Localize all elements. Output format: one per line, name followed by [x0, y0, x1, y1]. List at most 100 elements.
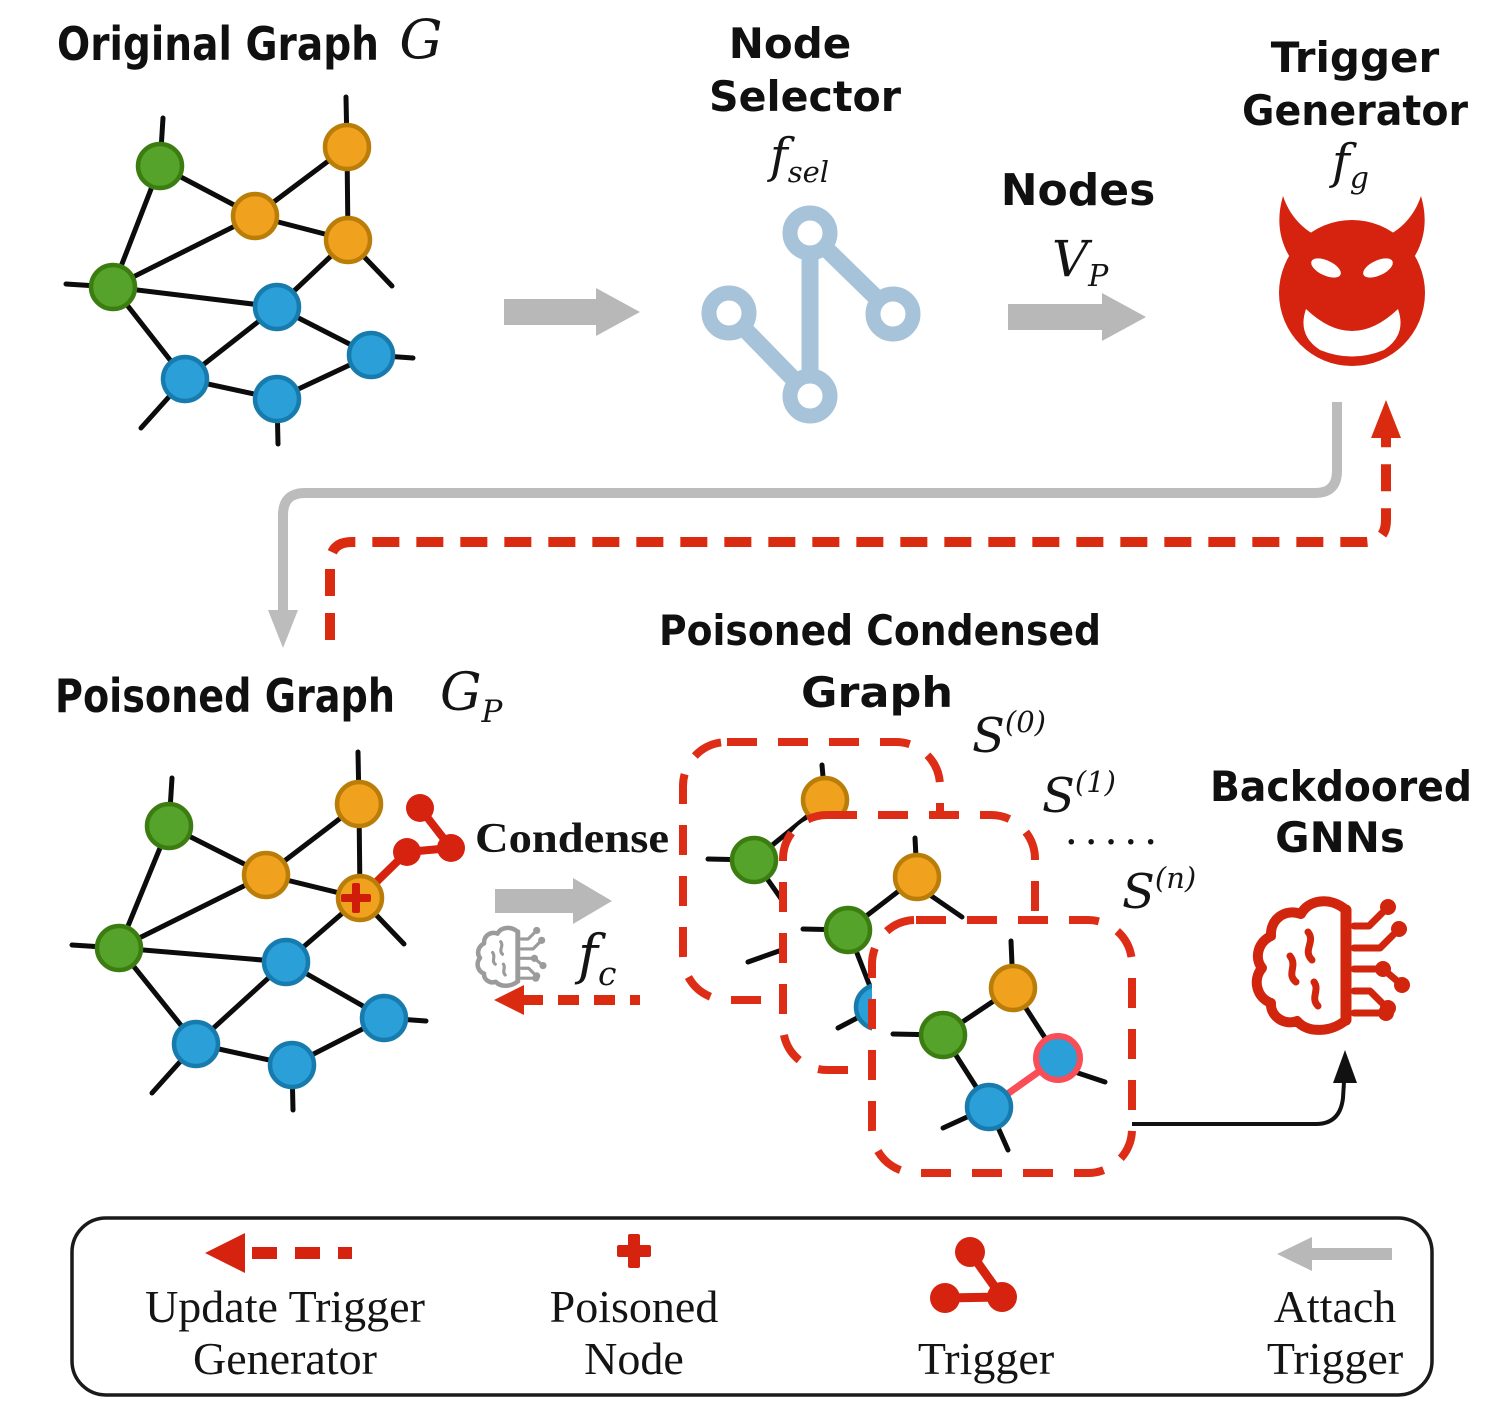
nodes-flow: Nodes VP: [1001, 165, 1156, 341]
poisoned-graph-title: Poisoned Graph: [55, 669, 395, 723]
node-selector-title-1: Node: [729, 19, 852, 68]
set-base: V: [1052, 230, 1093, 288]
original-graph-title: Original Graph: [57, 17, 379, 71]
node-blue: [160, 354, 210, 404]
devil-face-icon: [1279, 196, 1425, 366]
condensed-box-sn: [868, 916, 1136, 1177]
node-blue: [346, 330, 396, 380]
node-orange: [241, 850, 291, 900]
plus-icon: [628, 1234, 640, 1268]
s-base: S: [1122, 864, 1155, 920]
node-blue: [267, 1040, 317, 1090]
node-orange: [892, 852, 942, 902]
s-sup: (0): [1005, 705, 1046, 739]
trigger-generator-title-1: Trigger: [1271, 33, 1440, 82]
node-orange: [322, 122, 372, 172]
graph-edge: [116, 945, 289, 965]
sn-label: S(n): [1122, 861, 1196, 920]
graph-edge: [110, 284, 280, 310]
node-selector: Node Selector fsel: [701, 19, 921, 424]
sn-to-gnn-connector: [1132, 1050, 1357, 1126]
legend-label: Attach: [1274, 1281, 1397, 1332]
trigger-node: [406, 794, 434, 822]
legend: Update Trigger Generator Poisoned Node T…: [70, 1216, 1434, 1397]
condensed-title-1: Poisoned Condensed: [659, 606, 1101, 655]
trigger-node: [393, 838, 421, 866]
node-green: [918, 1010, 968, 1060]
condense-step: Condense fc: [475, 816, 669, 1015]
poisoned-node-blue: [1033, 1033, 1083, 1083]
condensed-title-2: Graph: [801, 668, 953, 717]
set-sub: P: [1087, 259, 1109, 294]
backdoored-title-1: Backdoored: [1210, 762, 1472, 811]
node-orange: [230, 191, 280, 241]
poisoned-graph-symbol: GP: [440, 663, 504, 730]
ellipsis-dots: · · · · ·: [1066, 824, 1157, 861]
node-green: [144, 801, 194, 851]
graph-edge: [1072, 1069, 1108, 1085]
trigger-generator: Trigger Generator fg: [1242, 33, 1468, 366]
legend-item-trigger: Trigger: [918, 1237, 1054, 1384]
poisoned-condensed-graph: Poisoned Condensed Graph: [659, 606, 1196, 1177]
poisoned-node: [335, 873, 385, 923]
update-trigger-path: [325, 400, 1401, 640]
symbol-base: G: [440, 663, 482, 723]
legend-label: Node: [584, 1333, 684, 1384]
fn-sub: g: [1350, 161, 1369, 196]
condense-fn: fc: [574, 923, 616, 993]
graph-edge: [116, 872, 269, 951]
legend-label: Poisoned: [550, 1281, 719, 1332]
node-green: [729, 835, 779, 885]
node-blue: [171, 1019, 221, 1069]
s-base: S: [972, 708, 1005, 764]
backdoored-title-2: GNNs: [1275, 813, 1405, 862]
node-green: [135, 141, 185, 191]
s-sup: (n): [1155, 861, 1196, 895]
legend-item-attach-trigger: Attach Trigger: [1267, 1237, 1403, 1384]
trigger-generator-title-2: Generator: [1242, 86, 1468, 135]
node-blue: [252, 282, 302, 332]
update-trigger-arrow-small: [494, 985, 640, 1015]
legend-item-update-trigger: Update Trigger Generator: [145, 1233, 425, 1384]
arrow-right-icon: [504, 288, 640, 336]
node-blue: [261, 937, 311, 987]
poisoned-graph-nodes: [94, 779, 409, 1090]
legend-item-poisoned-node: Poisoned Node: [550, 1234, 719, 1384]
graph-edge: [927, 892, 965, 920]
attach-trigger-path: [268, 402, 1342, 648]
trigger-attached: [356, 794, 465, 902]
node-orange: [988, 963, 1038, 1013]
fn-sub: c: [598, 954, 616, 993]
arrow-up-head: [1333, 1050, 1357, 1083]
s0-label: S(0): [972, 705, 1046, 764]
gray-arrow-left-icon: [1277, 1237, 1392, 1271]
arrow-right-icon: [1008, 293, 1146, 341]
node-green: [94, 923, 144, 973]
s-sup: (1): [1075, 765, 1116, 799]
legend-label: Trigger: [1267, 1333, 1403, 1384]
node-orange: [334, 779, 384, 829]
node-blue: [252, 374, 302, 424]
legend-label: Generator: [193, 1333, 377, 1384]
poisoned-graph: Poisoned Graph GP: [55, 663, 504, 1113]
node-green: [823, 905, 873, 955]
node-selector-icon: [701, 205, 921, 424]
original-graph: Original Graph G: [57, 8, 443, 447]
node-blue: [359, 993, 409, 1043]
legend-label: Trigger: [918, 1333, 1054, 1384]
node-selector-title-2: Selector: [709, 72, 901, 121]
backdoored-gnns: Backdoored GNNs: [1210, 762, 1472, 1030]
brain-circuit-icon-red: [1257, 899, 1410, 1030]
nodes-label: Nodes: [1001, 165, 1156, 216]
legend-box: [70, 1216, 1434, 1397]
node-green: [88, 262, 138, 312]
original-graph-symbol: G: [399, 8, 442, 71]
node-orange: [323, 215, 373, 265]
trigger-graph-icon: [930, 1237, 1017, 1313]
arrow-down-head: [268, 610, 298, 648]
brain-circuit-icon-gray: [478, 927, 547, 986]
node-selector-fn: fsel: [767, 128, 829, 189]
legend-label: Update Trigger: [145, 1281, 425, 1332]
